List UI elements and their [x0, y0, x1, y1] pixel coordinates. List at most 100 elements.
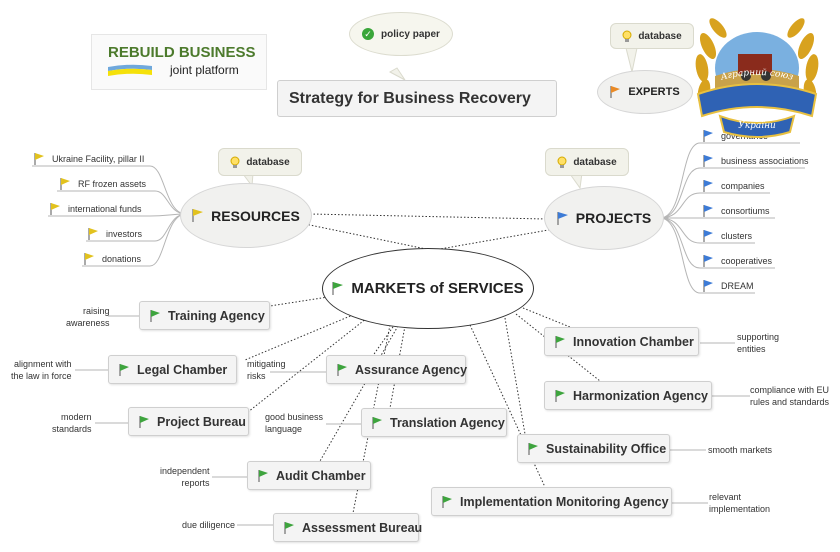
leaf-item[interactable]: international funds — [50, 203, 142, 215]
service-node[interactable]: Assurance Agency — [326, 355, 468, 384]
yellow-flag-icon — [88, 228, 98, 240]
markets-label: MARKETS of SERVICES — [351, 280, 524, 297]
green-flag-icon — [442, 495, 452, 508]
service-node-label: Project Bureau — [157, 414, 246, 429]
service-note: supporting entities — [737, 332, 780, 354]
service-note: independent reports — [160, 466, 210, 488]
leaf-label: business associations — [721, 156, 809, 166]
green-flag-icon — [119, 363, 129, 376]
emblem-arc-bottom-text: України — [738, 121, 776, 131]
blue-flag-icon — [703, 230, 713, 242]
leaf-label: donations — [102, 254, 142, 264]
leaf-item[interactable]: RF frozen assets — [60, 178, 146, 190]
service-node[interactable]: Innovation Chamber — [544, 327, 699, 356]
leaf-label: clusters — [721, 231, 753, 241]
resources-database-note: database — [218, 148, 302, 176]
policy-paper-callout[interactable]: ✓ policy paper — [349, 12, 453, 56]
blue-flag-icon — [703, 205, 713, 217]
orange-flag-icon — [610, 86, 621, 98]
leaf-label: companies — [721, 181, 765, 191]
service-node[interactable]: Sustainability Office — [517, 434, 670, 463]
leaf-item[interactable]: cooperatives — [703, 255, 772, 267]
resources-label: RESOURCES — [211, 207, 300, 224]
projects-note-label: database — [573, 156, 617, 168]
service-node[interactable]: Project Bureau — [128, 407, 249, 436]
leaf-item[interactable]: consortiums — [703, 205, 770, 217]
blue-flag-icon — [703, 180, 713, 192]
service-node[interactable]: Audit Chamber — [247, 461, 371, 490]
service-node[interactable]: Training Agency — [139, 301, 270, 330]
checkmark-icon: ✓ — [362, 28, 375, 40]
green-flag-icon — [258, 469, 268, 482]
leaf-label: Ukraine Facility, pillar II — [52, 154, 145, 164]
flag-swoosh-icon — [108, 64, 152, 76]
service-node-label: Translation Agency — [390, 415, 505, 430]
service-node[interactable]: Implementation Monitoring Agency — [431, 487, 672, 516]
leaf-label: investors — [106, 229, 143, 239]
green-flag-icon — [372, 416, 382, 429]
green-flag-icon — [332, 282, 344, 295]
logo-subtitle: joint platform — [170, 63, 239, 77]
resources-note-label: database — [246, 156, 290, 168]
lightbulb-icon — [622, 30, 632, 42]
lightbulb-icon — [230, 156, 240, 168]
service-node-label: Harmonization Agency — [573, 388, 708, 403]
leaf-label: cooperatives — [721, 256, 773, 266]
experts-node[interactable]: EXPERTS — [597, 70, 693, 114]
service-node[interactable]: Legal Chamber — [108, 355, 237, 384]
rebuild-business-logo: REBUILD BUSINESS joint platform — [91, 34, 267, 90]
policy-paper-label: policy paper — [381, 28, 440, 40]
green-flag-icon — [284, 521, 294, 534]
logo-title: REBUILD BUSINESS — [108, 44, 256, 61]
leaf-item[interactable]: DREAM — [703, 280, 754, 292]
service-note: smooth markets — [708, 445, 773, 455]
blue-flag-icon — [703, 130, 713, 142]
green-flag-icon — [337, 363, 347, 376]
service-note: modern standards — [52, 412, 92, 434]
projects-database-note: database — [545, 148, 629, 176]
service-node-label: Legal Chamber — [137, 362, 228, 377]
green-flag-icon — [528, 442, 538, 455]
service-note: raising awareness — [66, 306, 110, 328]
service-node-label: Training Agency — [168, 308, 265, 323]
leaf-label: RF frozen assets — [78, 179, 147, 189]
leaf-item[interactable]: Ukraine Facility, pillar II — [34, 153, 144, 165]
service-node-label: Innovation Chamber — [573, 334, 694, 349]
yellow-flag-icon — [60, 178, 70, 190]
leaf-item[interactable]: clusters — [703, 230, 752, 242]
blue-flag-icon — [703, 280, 713, 292]
leaf-item[interactable]: business associations — [703, 155, 809, 167]
leaf-item[interactable]: companies — [703, 180, 765, 192]
service-node-label: Assessment Bureau — [302, 520, 423, 535]
experts-note-label: database — [638, 30, 682, 42]
service-note: due diligence — [182, 520, 236, 530]
leaf-item[interactable]: donations — [84, 253, 141, 265]
svg-text:Аграрний союз: Аграрний союз — [719, 68, 795, 83]
experts-label: EXPERTS — [628, 86, 680, 98]
resources-node[interactable]: RESOURCES — [180, 183, 312, 248]
yellow-flag-icon — [84, 253, 94, 265]
markets-of-services-node[interactable]: MARKETS of SERVICES — [322, 248, 534, 329]
green-flag-icon — [555, 389, 565, 402]
emblem-arc-top-text: Аграрний союз — [719, 68, 795, 83]
blue-flag-icon — [703, 155, 713, 167]
service-node[interactable]: Translation Agency — [361, 408, 507, 437]
service-note: relevant implementation — [709, 492, 771, 514]
leaf-item[interactable]: investors — [88, 228, 142, 240]
service-node-label: Sustainability Office — [546, 441, 667, 456]
green-flag-icon — [139, 415, 149, 428]
service-note: alignment with the law in force — [11, 359, 72, 381]
green-flag-icon — [150, 309, 160, 322]
service-node[interactable]: Harmonization Agency — [544, 381, 712, 410]
experts-database-note: database — [610, 23, 694, 49]
service-node-label: Assurance Agency — [355, 362, 468, 377]
leaf-label: consortiums — [721, 206, 770, 216]
service-node[interactable]: Assessment Bureau — [273, 513, 423, 542]
blue-flag-icon — [703, 255, 713, 267]
yellow-flag-icon — [50, 203, 60, 215]
service-node-label: Implementation Monitoring Agency — [460, 494, 669, 509]
page-title[interactable]: Strategy for Business Recovery — [277, 80, 557, 117]
service-note: good business language — [265, 412, 324, 434]
projects-node[interactable]: PROJECTS — [544, 186, 664, 250]
lightbulb-icon — [557, 156, 567, 168]
